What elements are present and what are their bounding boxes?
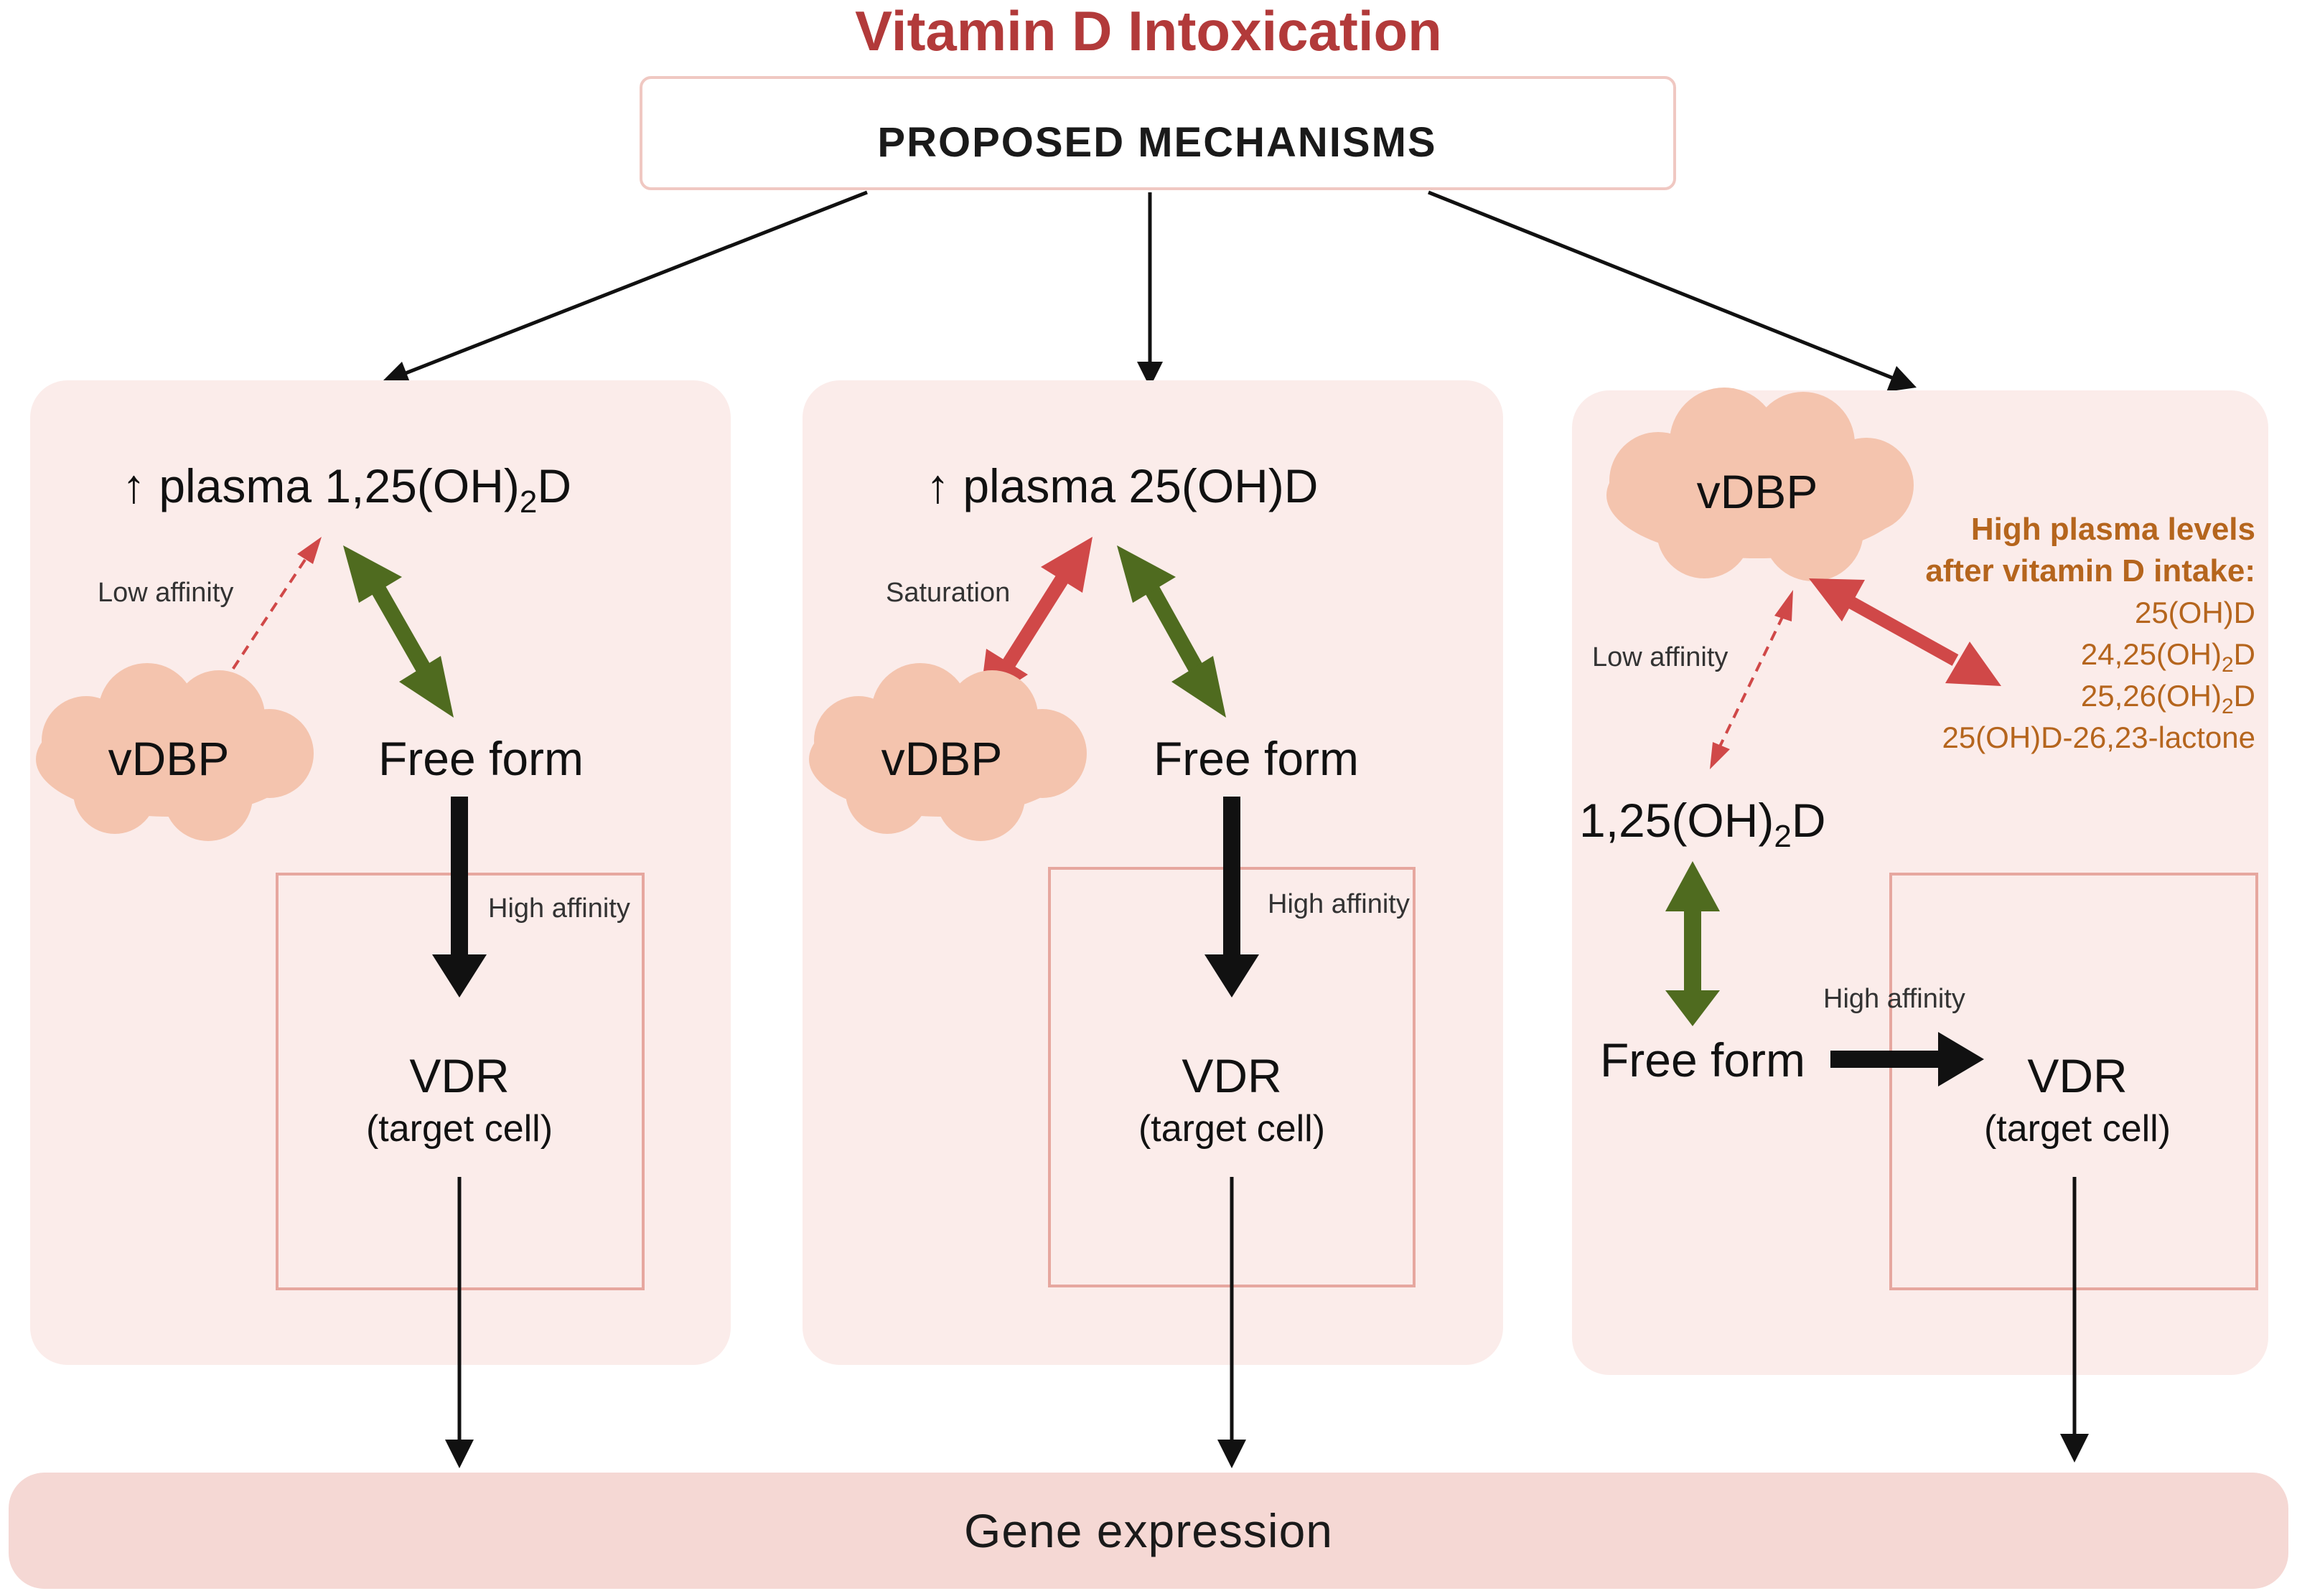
panel1-plasma-label: ↑ plasma 1,25(OH)2D	[122, 459, 571, 520]
mechanisms-label: PROPOSED MECHANISMS	[877, 119, 1436, 166]
panel1-vdbp-label: vDBP	[108, 732, 230, 785]
connector-arrow-right	[1428, 190, 1917, 392]
mechanisms-box	[640, 76, 1676, 190]
panel1-target-cell: (target cell)	[366, 1108, 553, 1150]
panel1-vdr: VDR	[409, 1049, 509, 1102]
panel2-high-affinity: High affinity	[1268, 889, 1410, 919]
panel2-plasma-label: ↑ plasma 25(OH)D	[926, 459, 1318, 512]
panel3-metabolite-4: 25(OH)D-26,23-lactone	[1942, 720, 2255, 754]
panel1-green-arrow	[343, 545, 454, 718]
panel1-high-affinity: High affinity	[488, 893, 630, 924]
panel1-free-form: Free form	[378, 732, 584, 785]
panel1-vdbp-cloud	[36, 663, 314, 841]
panel-3	[1572, 390, 2268, 1375]
panel3-metabolite-3: 25,26(OH)2D	[2081, 679, 2255, 718]
diagram-title: Vitamin D Intoxication	[855, 0, 1442, 62]
panel3-metabolite-2: 24,25(OH)2D	[2081, 637, 2255, 677]
panel-2	[803, 380, 1503, 1365]
panel3-red-arrow	[1809, 578, 2001, 686]
panel2-vdbp-cloud	[809, 663, 1087, 841]
panel3-high-levels-line2: after vitamin D intake:	[1925, 553, 2255, 588]
panel1-gene-arrow	[445, 1177, 474, 1468]
gene-expression-bar	[9, 1473, 2288, 1589]
panel3-vdbp-cloud	[1606, 388, 1914, 581]
panel3-high-levels-line1: High plasma levels	[1971, 512, 2255, 547]
panel3-green-arrow	[1665, 861, 1720, 1026]
panel2-high-affinity-arrow	[1204, 797, 1259, 998]
panel2-target-cell: (target cell)	[1138, 1108, 1325, 1150]
panel2-vdr: VDR	[1182, 1049, 1281, 1102]
panel2-gene-arrow	[1217, 1177, 1246, 1468]
panel3-vdr: VDR	[2027, 1049, 2127, 1102]
panel3-vdbp-label: vDBP	[1697, 465, 1818, 518]
panel3-dashed-arrow	[1710, 590, 1793, 769]
panel2-saturation: Saturation	[886, 578, 1010, 608]
panel1-high-affinity-arrow	[432, 797, 487, 998]
panel1-low-affinity: Low affinity	[98, 578, 233, 608]
panel3-high-affinity-arrow	[1830, 1032, 1984, 1086]
panel3-target-cell: (target cell)	[1984, 1108, 2171, 1150]
panel3-low-affinity: Low affinity	[1592, 642, 1728, 672]
panel3-calcitriol: 1,25(OH)2D	[1579, 794, 1826, 854]
panel3-free-form: Free form	[1600, 1033, 1805, 1086]
connector-arrow-center	[1137, 192, 1163, 388]
panel3-metabolite-1: 25(OH)D	[2135, 596, 2255, 629]
panel3-high-affinity: High affinity	[1823, 984, 1965, 1014]
panel2-vdbp-label: vDBP	[881, 732, 1003, 785]
panel2-green-arrow	[1117, 545, 1226, 718]
connector-arrow-left	[380, 190, 868, 388]
panel2-free-form: Free form	[1154, 732, 1359, 785]
gene-expression-label: Gene expression	[964, 1504, 1333, 1557]
panel3-gene-arrow	[2060, 1177, 2089, 1463]
